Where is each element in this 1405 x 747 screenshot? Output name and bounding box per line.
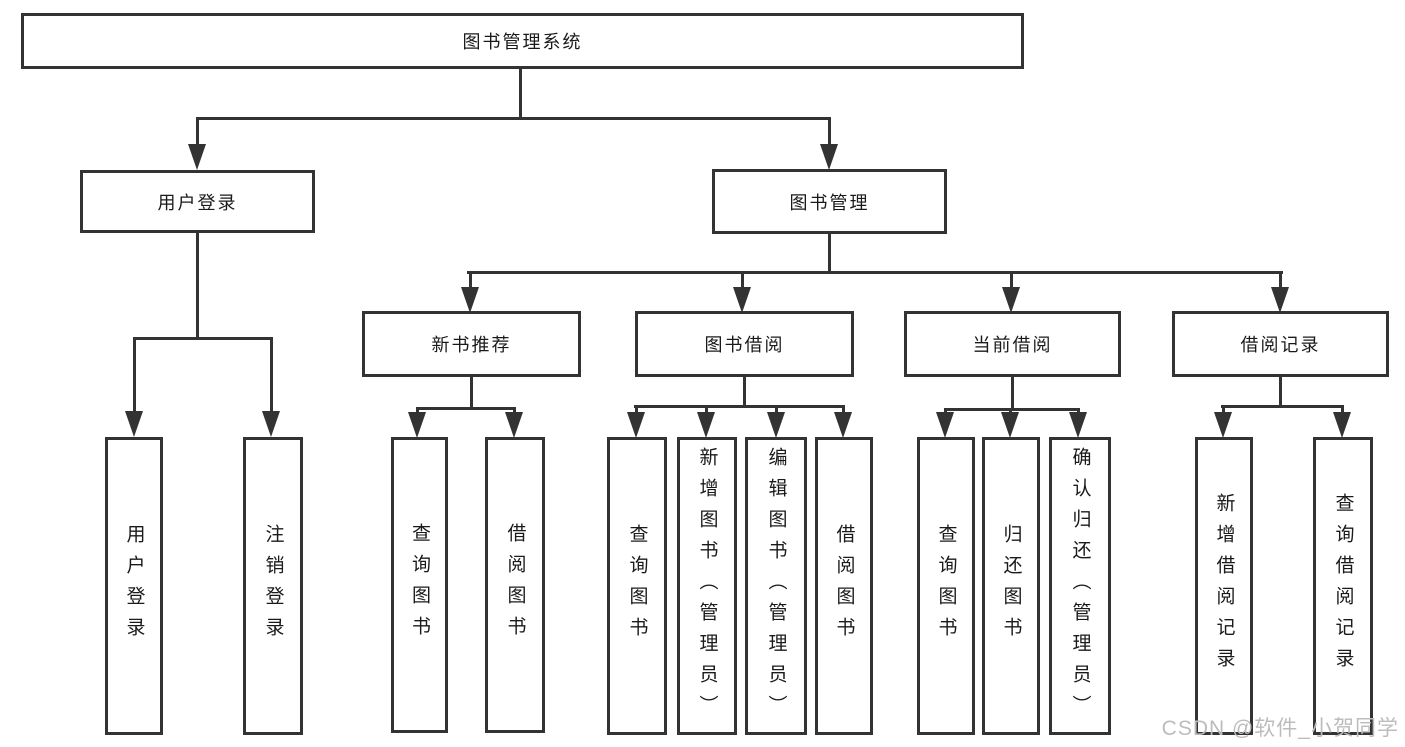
arrow-down-icon bbox=[733, 287, 751, 313]
connector-rail bbox=[1221, 405, 1344, 408]
connector-drop bbox=[775, 405, 778, 414]
connector-rail bbox=[634, 405, 845, 408]
arrow-down-icon bbox=[262, 411, 280, 437]
node-leaf-query-borrow-record: 查询借阅记录 bbox=[1313, 437, 1373, 735]
arrow-down-icon bbox=[627, 412, 645, 438]
arrow-down-icon bbox=[1271, 287, 1289, 313]
arrow-down-icon bbox=[188, 144, 206, 170]
arrow-down-icon bbox=[408, 412, 426, 438]
node-leaf-edit-book-admin: 编辑图书（管理员） bbox=[745, 437, 807, 735]
node-leaf-user-login: 用户登录 bbox=[105, 437, 163, 735]
connector-stem bbox=[1011, 377, 1014, 408]
arrow-down-icon bbox=[697, 412, 715, 438]
arrow-down-icon bbox=[461, 287, 479, 313]
arrow-down-icon bbox=[820, 144, 838, 170]
node-book-management: 图书管理 bbox=[712, 169, 947, 234]
arrow-down-icon bbox=[1333, 412, 1351, 438]
connector-root-stem bbox=[519, 69, 522, 119]
node-leaf-return-books: 归还图书 bbox=[982, 437, 1040, 735]
connector-drop bbox=[1279, 271, 1282, 290]
connector-user-login-drop bbox=[196, 117, 199, 147]
connector-drop bbox=[944, 408, 947, 414]
arrow-down-icon bbox=[1001, 412, 1019, 438]
connector-rail bbox=[944, 408, 1080, 411]
node-new-book-recommend: 新书推荐 bbox=[362, 311, 581, 377]
connector-level2-rail bbox=[467, 271, 1283, 274]
connector-rail bbox=[416, 407, 516, 410]
node-book-borrow: 图书借阅 bbox=[635, 311, 854, 377]
connector-drop bbox=[1009, 408, 1012, 414]
node-current-borrow: 当前借阅 bbox=[904, 311, 1121, 377]
connector-drop bbox=[741, 271, 744, 290]
connector-drop bbox=[270, 337, 273, 413]
node-leaf-confirm-return-admin: 确认归还（管理员） bbox=[1049, 437, 1111, 735]
arrow-down-icon bbox=[936, 412, 954, 438]
node-leaf-logout: 注销登录 bbox=[243, 437, 303, 735]
connector-book-mgmt-stem bbox=[828, 234, 831, 271]
node-leaf-borrow-books: 借阅图书 bbox=[485, 437, 545, 733]
csdn-watermark: CSDN @软件_小贺同学 bbox=[1161, 717, 1399, 740]
arrow-down-icon bbox=[505, 412, 523, 438]
arrow-down-icon bbox=[767, 412, 785, 438]
node-leaf-add-borrow-record: 新增借阅记录 bbox=[1195, 437, 1253, 735]
arrow-down-icon bbox=[1002, 287, 1020, 313]
connector-stem bbox=[1279, 377, 1282, 405]
connector-drop bbox=[842, 405, 845, 414]
node-leaf-borrow-books: 借阅图书 bbox=[815, 437, 873, 735]
connector-drop bbox=[133, 337, 136, 413]
connector-drop bbox=[705, 405, 708, 414]
connector-drop bbox=[635, 405, 638, 414]
node-borrow-records: 借阅记录 bbox=[1172, 311, 1389, 377]
connector-drop bbox=[1077, 408, 1080, 414]
arrow-down-icon bbox=[125, 411, 143, 437]
node-leaf-query-books: 查询图书 bbox=[391, 437, 448, 733]
connector-level1-rail bbox=[196, 117, 831, 120]
arrow-down-icon bbox=[1214, 412, 1232, 438]
connector-drop bbox=[416, 407, 419, 415]
arrow-down-icon bbox=[834, 412, 852, 438]
connector-drop bbox=[1341, 405, 1344, 414]
connector-drop bbox=[1222, 405, 1225, 414]
connector-stem bbox=[470, 377, 473, 407]
connector-user-login-stem bbox=[196, 233, 199, 337]
connector-drop bbox=[513, 407, 516, 415]
connector-drop bbox=[1010, 271, 1013, 290]
arrow-down-icon bbox=[1069, 412, 1087, 438]
node-root: 图书管理系统 bbox=[21, 13, 1024, 69]
node-leaf-query-books: 查询图书 bbox=[607, 437, 667, 735]
node-leaf-add-book-admin: 新增图书（管理员） bbox=[677, 437, 737, 735]
node-leaf-query-books: 查询图书 bbox=[917, 437, 975, 735]
node-user-login: 用户登录 bbox=[80, 170, 315, 233]
connector-book-mgmt-drop bbox=[828, 117, 831, 147]
connector-drop bbox=[469, 271, 472, 290]
connector-stem bbox=[743, 377, 746, 405]
connector-user-login-rail bbox=[133, 337, 273, 340]
